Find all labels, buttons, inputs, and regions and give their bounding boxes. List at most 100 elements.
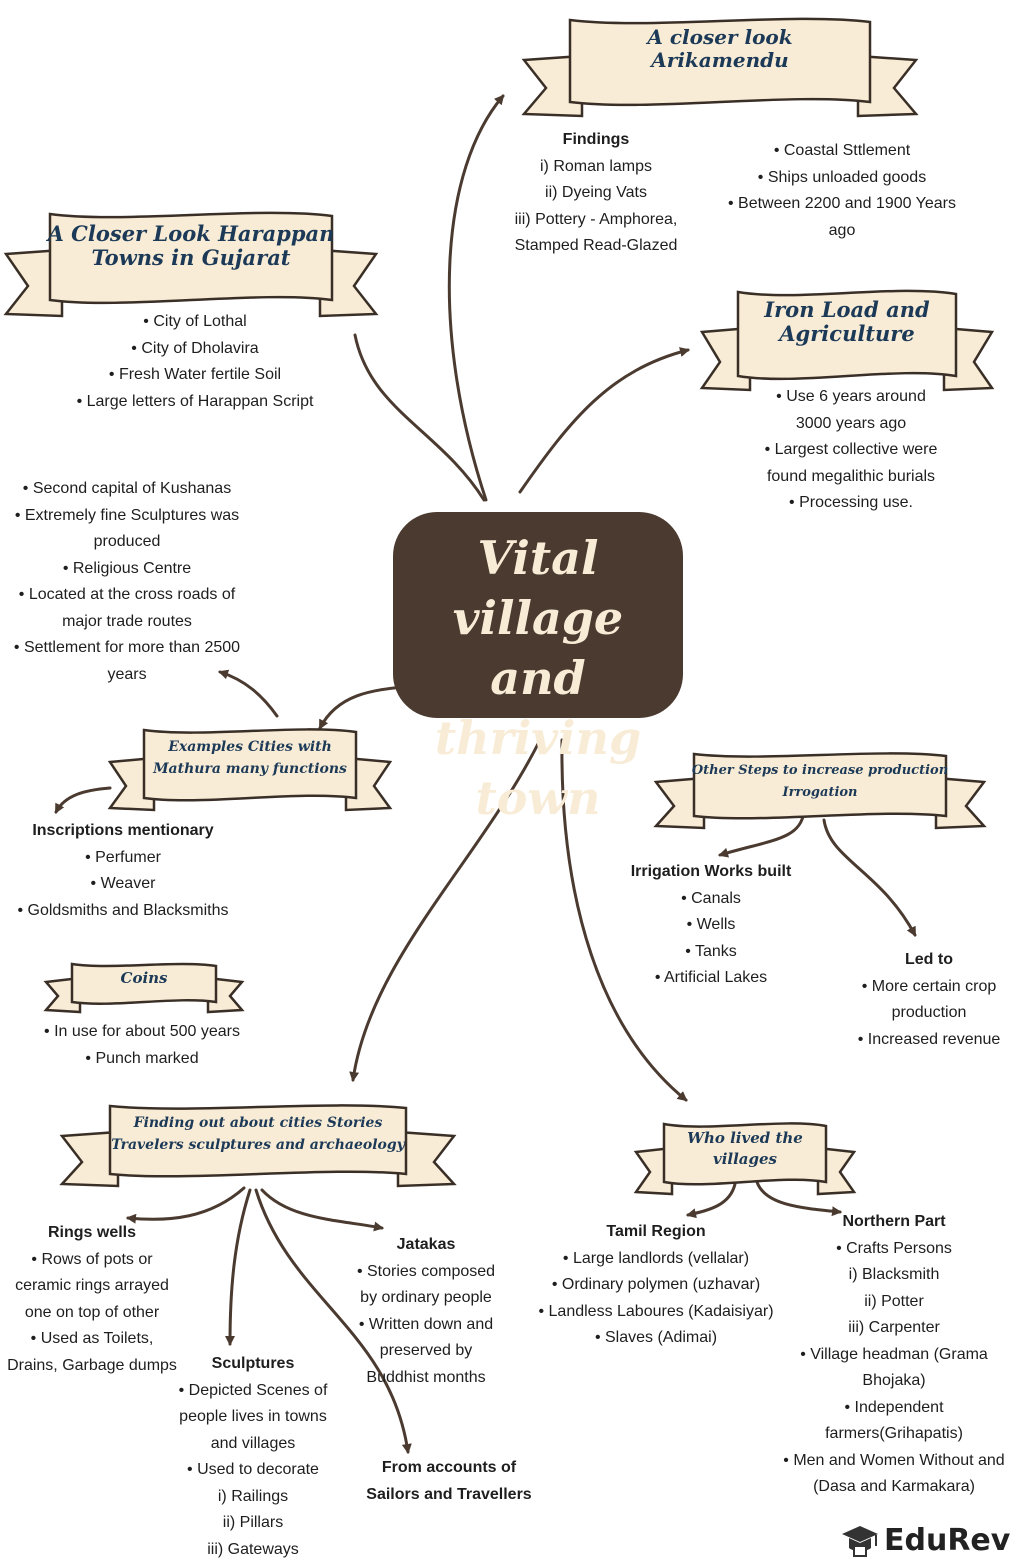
- jatakas-line: preserved by: [379, 1342, 473, 1359]
- arrow-to-led-to: [822, 818, 917, 937]
- jatakas-line: • Written down and: [358, 1315, 494, 1333]
- central-title-line2: and thriving: [434, 651, 642, 765]
- banner-iron-line1: Iron Load and: [764, 297, 930, 322]
- coastal-block: • Coastal Sttlement • Ships unloaded goo…: [712, 138, 972, 244]
- kushanas-line: • Settlement for more than 2500: [13, 639, 241, 656]
- coins-line: • Punch marked: [85, 1049, 199, 1067]
- banner-arikamendu: A closer look Arikamendu: [520, 17, 920, 120]
- gujarat-line: • Large letters of Harappan Script: [76, 392, 314, 410]
- findings-line: iii) Pottery - Amphorea,: [514, 210, 678, 228]
- arrow-to-arikamendu: [447, 94, 505, 502]
- rings-line: • Rows of pots or: [31, 1250, 153, 1268]
- findings-heading: Findings: [562, 131, 630, 148]
- inscriptions-line: • Goldsmiths and Blacksmiths: [17, 901, 229, 919]
- iron-point-line: • Processing use.: [789, 494, 913, 511]
- graduation-cap-icon: [842, 1526, 878, 1557]
- kushanas-line: produced: [93, 533, 161, 550]
- banner-harappan: A Closer Look Harappan Towns in Gujarat: [2, 211, 380, 320]
- tamil-line: • Large landlords (vellalar): [562, 1249, 750, 1267]
- irrigation-works-line: • Tanks: [685, 942, 737, 960]
- kushanas-block: • Second capital of Kushanas • Extremely…: [2, 476, 252, 688]
- sculptures-line: iii) Gateways: [207, 1540, 299, 1558]
- kushanas-line: • Extremely fine Sculptures was: [14, 506, 240, 524]
- edurev-logo: EduRev: [840, 1520, 1010, 1560]
- arrow-to-iron: [518, 347, 690, 494]
- kushanas-line: • Second capital of Kushanas: [22, 480, 232, 497]
- northern-line: ii) Potter: [864, 1292, 924, 1310]
- led-to-line: • Increased revenue: [857, 1030, 1001, 1048]
- banner-finding-line2: Travelers sculptures and archaeology: [111, 1137, 405, 1153]
- findings-block: Findings i) Roman lamps ii) Dyeing Vats …: [496, 127, 696, 260]
- jatakas-line: Buddhist months: [366, 1368, 486, 1386]
- northern-line: • Men and Women Without and: [783, 1451, 1005, 1469]
- central-title-line3: town: [475, 771, 601, 825]
- banner-mathura-line1: Examples Cities with: [168, 739, 332, 755]
- arrow-to-sculptures: [225, 1188, 252, 1346]
- gujarat-line: • Fresh Water fertile Soil: [108, 366, 282, 383]
- banner-coins-label: Coins: [120, 969, 168, 987]
- rings-heading: Rings wells: [47, 1224, 137, 1241]
- inscriptions-line: • Weaver: [90, 875, 156, 892]
- irrigation-works-block: Irrigation Works built • Canals • Wells …: [620, 859, 802, 992]
- northern-line: • Village headman (Grama: [800, 1345, 988, 1363]
- banner-iron-line2: Agriculture: [779, 321, 915, 347]
- logo-text: EduRev: [884, 1522, 1011, 1558]
- led-to-heading: Led to: [905, 951, 953, 968]
- kushanas-line: major trade routes: [62, 612, 192, 630]
- sculptures-line: people lives in towns: [179, 1408, 327, 1425]
- banner-irrigation: Other Steps to increase production Irrog…: [652, 752, 988, 832]
- coastal-line: • Ships unloaded goods: [757, 168, 927, 186]
- banner-mathura: Examples Cities with Mathura many functi…: [106, 728, 394, 814]
- coastal-line: • Coastal Sttlement: [773, 142, 911, 159]
- arrow-to-inscriptions: [54, 786, 112, 814]
- kushanas-line: • Located at the cross roads of: [18, 586, 236, 603]
- rings-line: • Used as Toilets,: [30, 1330, 154, 1347]
- line-to-gujarat: [353, 333, 486, 502]
- northern-line: • Crafts Persons: [836, 1239, 952, 1257]
- central-title-line1: Vital village: [452, 531, 624, 645]
- banner-harappan-line1: A Closer Look Harappan: [47, 221, 335, 246]
- jatakas-line: by ordinary people: [360, 1289, 492, 1306]
- irrigation-works-heading: Irrigation Works built: [630, 863, 792, 880]
- tamil-line: • Landless Laboures (Kadaisiyar): [538, 1302, 774, 1320]
- banner-arikamendu-line2: Arikamendu: [651, 48, 789, 72]
- jatakas-heading: Jatakas: [396, 1236, 456, 1253]
- tamil-block: Tamil Region • Large landlords (vellalar…: [530, 1219, 782, 1352]
- accounts-heading: From accounts of: [381, 1459, 517, 1476]
- iron-point-line: found megalithic burials: [766, 467, 936, 485]
- arrow-to-rings: [126, 1186, 246, 1224]
- iron-point-line: 3000 years ago: [795, 414, 907, 432]
- tamil-line: • Ordinary polymen (uzhavar): [551, 1276, 761, 1293]
- kushanas-line: years: [107, 665, 147, 683]
- iron-point-line: • Use 6 years around: [776, 388, 926, 405]
- led-to-line: production: [891, 1004, 967, 1021]
- led-to-block: Led to • More certain crop production • …: [850, 947, 1008, 1053]
- inscriptions-line: • Perfumer: [85, 848, 161, 866]
- sculptures-line: • Used to decorate: [187, 1461, 319, 1478]
- iron-points-block: • Use 6 years around 3000 years ago • La…: [740, 384, 962, 517]
- sculptures-line: ii) Pillars: [222, 1514, 284, 1531]
- sculptures-line: and villages: [210, 1434, 296, 1452]
- northern-heading: Northern Part: [842, 1213, 946, 1230]
- inscriptions-heading: Inscriptions mentionary: [32, 822, 214, 839]
- banner-coins: Coins: [42, 962, 246, 1016]
- northern-line: iii) Carpenter: [848, 1319, 940, 1336]
- irrigation-works-line: • Canals: [681, 889, 741, 907]
- jatakas-line: • Stories composed: [356, 1262, 496, 1280]
- sculptures-line: • Depicted Scenes of: [178, 1381, 328, 1399]
- northern-line: (Dasa and Karmakara): [813, 1478, 975, 1495]
- banner-arikamendu-line1: A closer look: [647, 25, 793, 49]
- northern-block: Northern Part • Crafts Persons i) Blacks…: [770, 1209, 1018, 1501]
- northern-line: • Independent: [844, 1398, 944, 1416]
- inscriptions-block: Inscriptions mentionary • Perfumer • Wea…: [6, 818, 240, 924]
- gujarat-line: • City of Dholavira: [131, 339, 259, 357]
- gujarat-line: • City of Lothal: [143, 313, 247, 330]
- gujarat-block: • City of Lothal • City of Dholavira • F…: [50, 309, 340, 415]
- sculptures-line: i) Railings: [217, 1487, 289, 1505]
- findings-line: ii) Dyeing Vats: [545, 184, 647, 201]
- rings-line: ceramic rings arrayed: [15, 1277, 169, 1294]
- arrow-to-jatakas: [260, 1188, 384, 1232]
- findings-line: Stamped Read-Glazed: [514, 237, 678, 254]
- central-title-box: Vital village and thriving town: [393, 512, 683, 825]
- rings-line: Drains, Garbage dumps: [7, 1356, 177, 1374]
